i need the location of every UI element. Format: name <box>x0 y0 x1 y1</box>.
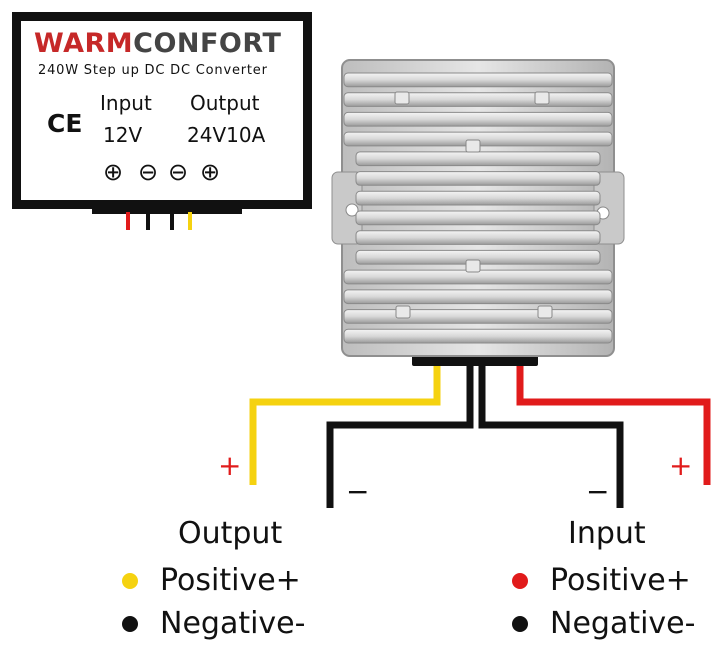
converter-heatsink <box>331 59 625 357</box>
output-negative-label: Negative- <box>160 606 306 641</box>
input-legend-title: Input <box>568 516 646 551</box>
input-negative-legend: Negative- <box>512 606 695 641</box>
terminal-plus-icon: ⊕ <box>103 158 124 186</box>
input-negative-sign: − <box>586 475 610 508</box>
output-label: Output <box>190 91 260 115</box>
input-negative-label: Negative- <box>550 606 696 641</box>
heatsink-fin <box>355 151 601 167</box>
output-legend-title: Output <box>178 516 283 551</box>
terminal-minus-icon: ⊖ <box>168 158 189 186</box>
heatsink-fin <box>355 230 601 245</box>
wires <box>249 358 711 508</box>
input-positive-legend: Positive+ <box>512 563 691 598</box>
black-dot-icon <box>122 615 138 632</box>
input-negative-wire <box>478 358 624 508</box>
input-positive-sign: + <box>669 449 693 482</box>
output-negative-sign: − <box>346 475 370 508</box>
red-dot-icon <box>512 572 528 589</box>
heatsink-fin <box>343 328 613 344</box>
yellow-dot-icon <box>122 572 138 589</box>
output-positive-wire <box>249 358 441 485</box>
product-label-card <box>12 12 312 209</box>
black-dot-icon <box>512 615 528 632</box>
terminal-minus-icon: ⊖ <box>138 158 159 186</box>
heatsink-fin <box>355 171 601 186</box>
heatsink-fin <box>355 210 601 226</box>
output-value: 24V10A <box>187 123 266 147</box>
heatsink-fin <box>343 72 613 88</box>
brand-logo: WARMCONFORT <box>34 28 281 59</box>
heatsink-fin <box>355 190 601 206</box>
output-positive-label: Positive+ <box>160 563 301 598</box>
ce-mark: CE <box>47 109 83 138</box>
input-positive-label: Positive+ <box>550 563 691 598</box>
output-negative-wire <box>326 358 474 508</box>
model-text: 240W Step up DC DC Converter <box>38 63 268 78</box>
input-positive-wire <box>516 358 711 485</box>
input-label: Input <box>100 91 152 115</box>
brand-confort: CONFORT <box>133 28 282 59</box>
terminal-plus-icon: ⊕ <box>200 158 221 186</box>
input-value: 12V <box>103 123 143 147</box>
heatsink-fin <box>343 309 613 324</box>
output-positive-sign: + <box>218 449 242 482</box>
output-negative-legend: Negative- <box>122 606 305 641</box>
output-positive-legend: Positive+ <box>122 563 301 598</box>
heatsink-fin <box>343 289 613 305</box>
heatsink-fin <box>343 92 613 107</box>
brand-warm: WARM <box>34 28 134 59</box>
heatsink-fin <box>343 111 613 127</box>
